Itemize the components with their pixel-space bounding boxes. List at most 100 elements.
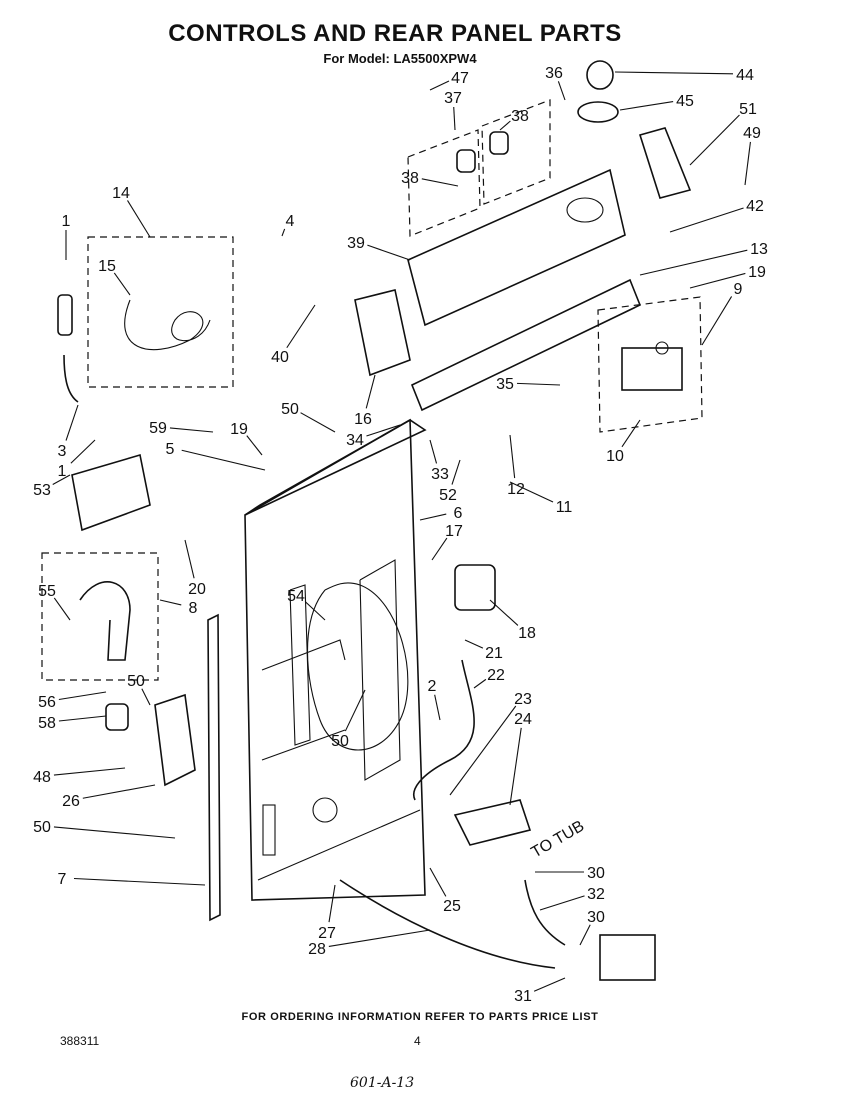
callout-33: 33 [431, 466, 449, 483]
callout-19: 19 [230, 421, 248, 438]
leader-line-49 [744, 141, 751, 186]
console-knob-opening [566, 197, 604, 223]
wiring-harness [306, 582, 409, 751]
leader-line-3 [65, 404, 79, 441]
leader-line-13 [639, 249, 748, 276]
callout-4: 4 [286, 213, 295, 230]
leader-line-33 [429, 439, 438, 464]
callout-16: 16 [354, 411, 372, 428]
callout-20: 20 [188, 581, 206, 598]
leader-line-40 [286, 304, 316, 349]
leader-line-52 [451, 459, 461, 485]
corner-strip [207, 613, 221, 922]
leader-line-17 [431, 537, 448, 561]
leader-line-59 [169, 427, 214, 433]
callout-38: 38 [401, 170, 419, 187]
leader-line-39 [367, 244, 411, 261]
callout-2: 2 [428, 678, 437, 695]
leader-lines [52, 71, 751, 992]
leader-line-34 [366, 424, 401, 437]
callout-3: 3 [58, 443, 67, 460]
inlet-screen [57, 294, 73, 336]
callout-22: 22 [487, 667, 505, 684]
group-box-8 [41, 552, 159, 681]
leader-line-31 [533, 977, 566, 992]
callout-30: 30 [587, 865, 605, 882]
callout-6: 6 [454, 505, 463, 522]
lid-switch-bracket [638, 127, 692, 199]
rear-panel-port [312, 797, 338, 823]
callout-40: 40 [271, 349, 289, 366]
leader-line-12 [509, 434, 516, 479]
ordering-note: FOR ORDERING INFORMATION REFER TO PARTS … [241, 1011, 599, 1023]
leader-line-15 [113, 272, 131, 296]
callout-23: 23 [514, 691, 532, 708]
to-tub-label: TO TUB [529, 818, 588, 862]
tub-hose-fitting [599, 934, 656, 981]
callout-labels: 1123456789101112131415161718191920212223… [33, 65, 768, 1005]
callout-18: 18 [518, 625, 536, 642]
leader-line-30 [579, 924, 591, 946]
leader-line-1 [70, 439, 96, 464]
leader-line-35 [516, 382, 561, 386]
leader-line-11 [509, 481, 554, 503]
leader-line-50 [53, 826, 176, 839]
leader-line-27 [328, 884, 336, 923]
inlet-hose [63, 354, 79, 403]
leader-line-45 [619, 100, 674, 111]
page-title: CONTROLS AND REAR PANEL PARTS [168, 20, 622, 47]
leader-line-7 [73, 877, 206, 886]
callout-17: 17 [445, 523, 463, 540]
pump-assembly [453, 799, 532, 846]
callout-9: 9 [734, 281, 743, 298]
control-knob [586, 60, 614, 90]
callout-42: 42 [746, 198, 764, 215]
selector-knob-left [456, 149, 476, 173]
rear-panel-bottom-rail [257, 809, 421, 881]
hose-bracket [154, 693, 196, 787]
callout-51: 51 [739, 101, 757, 118]
callout-55: 55 [38, 583, 56, 600]
console-panel [407, 168, 626, 327]
callout-7: 7 [58, 871, 67, 888]
callout-13: 13 [750, 241, 768, 258]
rear-panel-rib-c [359, 559, 401, 781]
leader-line-36 [557, 81, 566, 101]
leader-line-6 [419, 513, 447, 521]
callout-56: 56 [38, 694, 56, 711]
rear-panel-vent [262, 804, 276, 856]
leader-line-26 [82, 784, 156, 799]
selector-knob-right [489, 131, 509, 155]
leader-line-23 [449, 705, 517, 796]
leader-line-19 [246, 435, 263, 456]
group-box-47b [481, 99, 551, 205]
callout-38: 38 [511, 108, 529, 125]
callout-1: 1 [62, 213, 71, 230]
callout-54: 54 [287, 588, 305, 605]
callout-30: 30 [587, 909, 605, 926]
rear-panel-rib-b [261, 729, 346, 761]
exploded-view-drawing [41, 60, 703, 981]
leader-line-56 [58, 691, 107, 701]
callout-34: 34 [346, 432, 364, 449]
leader-line-18 [489, 599, 519, 626]
callout-19: 19 [748, 264, 766, 281]
timer-shaft [655, 341, 669, 355]
callout-5: 5 [166, 441, 175, 458]
callout-37: 37 [444, 90, 462, 107]
console-end-bracket [354, 289, 411, 377]
callout-35: 35 [496, 376, 514, 393]
rear-panel-rib-d [289, 584, 311, 746]
leader-line-42 [669, 207, 744, 233]
water-valve [454, 564, 496, 611]
callout-47: 47 [451, 70, 469, 87]
leader-line-24 [509, 727, 522, 806]
model-subtitle: For Model: LA5500XPW4 [323, 51, 477, 66]
callout-11: 11 [556, 499, 573, 516]
leader-line-38 [499, 120, 511, 131]
callout-12: 12 [507, 481, 525, 498]
knob-skirt [577, 101, 619, 123]
leader-line-37 [453, 106, 456, 131]
callout-39: 39 [347, 235, 365, 252]
callout-58: 58 [38, 715, 56, 732]
